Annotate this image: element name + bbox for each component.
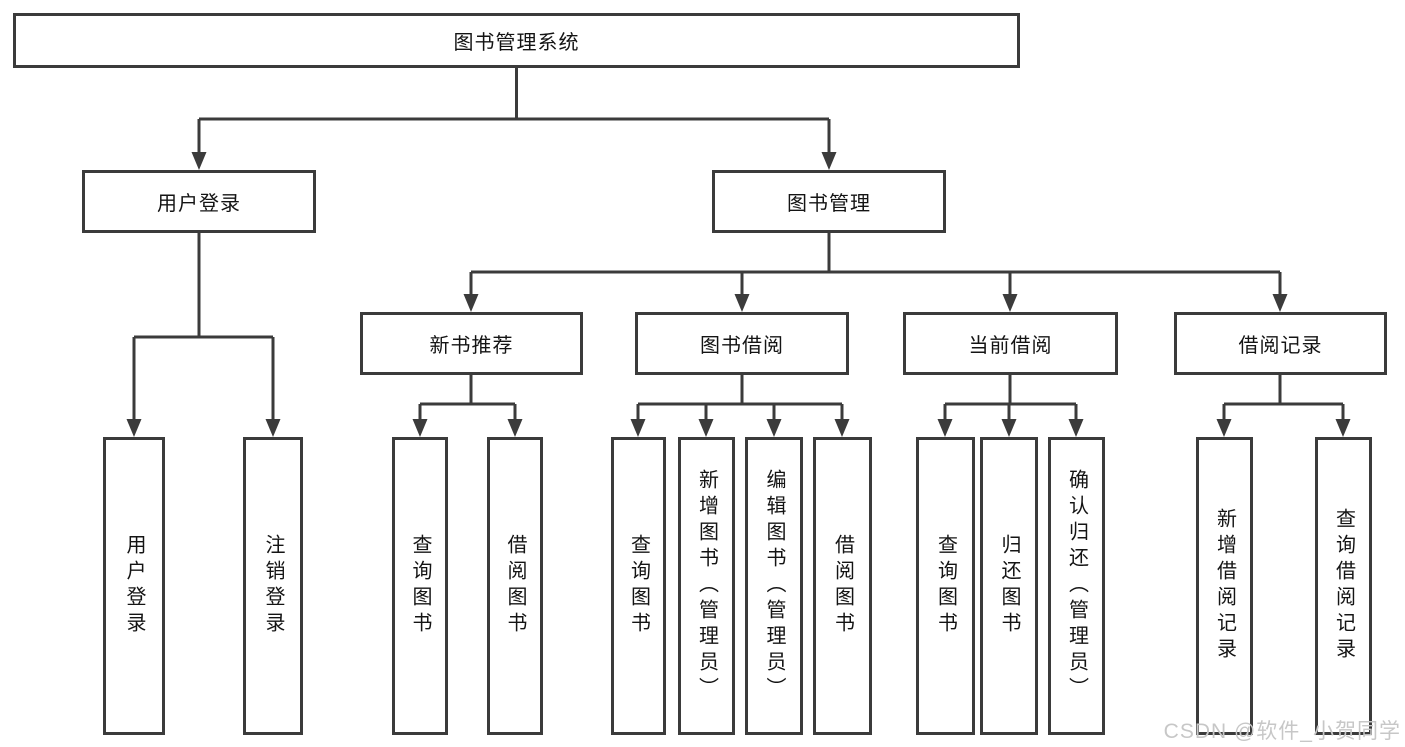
connector-user-login-to-leaves [126, 233, 281, 437]
csdn-watermark: CSDN @软件_小贺同学 [1163, 720, 1401, 743]
connector-book-borrow-to-leaves [630, 375, 850, 437]
leaf-user-login: 用户登录 [103, 437, 165, 735]
leaf-query-borrow-record: 查询借阅记录 [1315, 437, 1372, 735]
leaf-query-books-1-label: 查询图书 [409, 534, 431, 638]
leaf-user-login-label: 用户登录 [123, 534, 145, 638]
leaf-query-books-3: 查询图书 [916, 437, 975, 735]
node-new-book-recommend-label: 新书推荐 [429, 335, 514, 357]
leaf-borrow-books-1: 借阅图书 [487, 437, 543, 735]
leaf-query-books-2: 查询图书 [611, 437, 666, 735]
leaf-add-borrow-record-label: 新增借阅记录 [1213, 508, 1236, 664]
leaf-query-books-3-label: 查询图书 [934, 534, 957, 638]
node-user-login-module: 用户登录 [82, 170, 316, 233]
node-current-borrowing: 当前借阅 [903, 312, 1118, 375]
leaf-add-borrow-record: 新增借阅记录 [1196, 437, 1253, 735]
connector-book-mgmt-to-level3 [463, 233, 1288, 312]
node-book-borrowing: 图书借阅 [635, 312, 849, 375]
node-book-management-module: 图书管理 [712, 170, 946, 233]
node-book-management-label: 图书管理 [787, 193, 871, 215]
node-current-borrowing-label: 当前借阅 [968, 335, 1053, 357]
leaf-borrow-books-2: 借阅图书 [813, 437, 872, 735]
leaf-edit-books-admin-label: 编辑图书（管理员） [763, 469, 785, 703]
leaf-add-books-admin: 新增图书（管理员） [678, 437, 735, 735]
leaf-edit-books-admin: 编辑图书（管理员） [745, 437, 803, 735]
node-root-label: 图书管理系统 [453, 32, 580, 54]
leaf-logout: 注销登录 [243, 437, 303, 735]
connector-current-borrow-to-leaves [937, 375, 1084, 437]
node-borrowing-records-label: 借阅记录 [1238, 335, 1323, 357]
leaf-logout-label: 注销登录 [262, 534, 284, 638]
leaf-borrow-books-2-label: 借阅图书 [831, 534, 854, 638]
leaf-query-books-1: 查询图书 [392, 437, 448, 735]
node-borrowing-records: 借阅记录 [1174, 312, 1387, 375]
leaf-return-books-label: 归还图书 [998, 534, 1020, 638]
leaf-confirm-return-admin-label: 确认归还（管理员） [1065, 469, 1088, 703]
leaf-add-books-admin-label: 新增图书（管理员） [695, 469, 718, 703]
connector-new-book-to-leaves [412, 375, 523, 437]
leaf-confirm-return-admin: 确认归还（管理员） [1048, 437, 1105, 735]
leaf-return-books: 归还图书 [980, 437, 1038, 735]
node-new-book-recommend: 新书推荐 [360, 312, 583, 375]
node-book-borrowing-label: 图书借阅 [700, 335, 784, 357]
connector-root-to-level2 [191, 68, 837, 170]
node-user-login-label: 用户登录 [157, 193, 241, 215]
node-root-system: 图书管理系统 [13, 13, 1020, 68]
leaf-borrow-books-1-label: 借阅图书 [504, 534, 526, 638]
leaf-query-books-2-label: 查询图书 [627, 534, 650, 638]
connector-borrow-records-to-leaves [1216, 375, 1351, 437]
leaf-query-borrow-record-label: 查询借阅记录 [1332, 508, 1355, 664]
